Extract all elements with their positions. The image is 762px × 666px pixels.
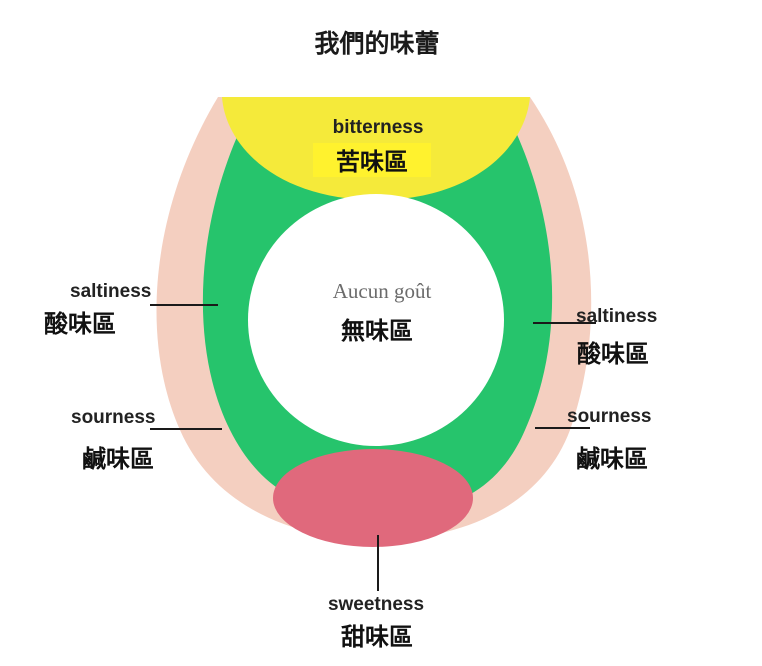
bitter-label-en: bitterness (333, 117, 424, 138)
left-upper-label-en: saltiness (70, 281, 151, 302)
center-label-en: Aucun goût (333, 279, 432, 303)
no-taste-zone (248, 194, 504, 446)
right-lower-label-en: sourness (567, 406, 651, 427)
bitter-label-zh: 苦味區 (336, 148, 408, 176)
right-lower-label-zh: 鹹味區 (576, 445, 648, 473)
right-upper-label-en: saltiness (576, 306, 657, 327)
diagram-title: 我們的味蕾 (314, 29, 439, 58)
center-label-zh: 無味區 (341, 317, 413, 345)
left-upper-label-zh: 酸味區 (44, 310, 116, 338)
left-lower-label-en: sourness (71, 407, 155, 428)
right-upper-label-zh: 酸味區 (577, 340, 649, 368)
sweet-zone (273, 449, 473, 547)
sweet-label-en: sweetness (328, 594, 424, 615)
sweet-label-zh: 甜味區 (341, 623, 413, 651)
bitter-label-highlight (313, 143, 431, 177)
left-lower-label-zh: 鹹味區 (82, 445, 154, 473)
